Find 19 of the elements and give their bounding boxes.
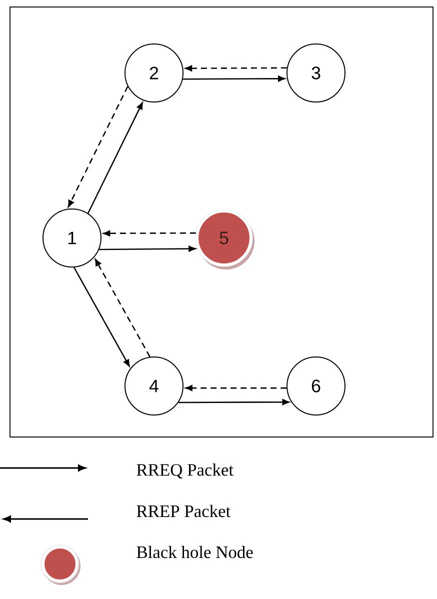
dashed-arrow [68, 86, 128, 208]
circle-node: 6 [286, 356, 346, 416]
circle-node: 4 [124, 356, 184, 416]
circle-node: 3 [286, 44, 346, 102]
dashed-arrow [185, 385, 287, 392]
arrow [182, 76, 286, 82]
dashed-arrow [103, 230, 196, 236]
arrow [178, 399, 290, 406]
dashed-arrow [94, 258, 150, 358]
legend-text: RREP Packet [136, 504, 231, 518]
shaded-circle-node: 5 [195, 209, 254, 270]
arrow [87, 102, 143, 214]
circle-node: 1 [42, 208, 102, 268]
legend-text: Black hole Node [136, 546, 253, 558]
circle-node: 2 [124, 44, 184, 102]
legend-text: RREQ Packet [136, 464, 234, 478]
arrow [74, 267, 130, 367]
dashed-arrow [185, 65, 287, 72]
arrow [99, 246, 196, 252]
